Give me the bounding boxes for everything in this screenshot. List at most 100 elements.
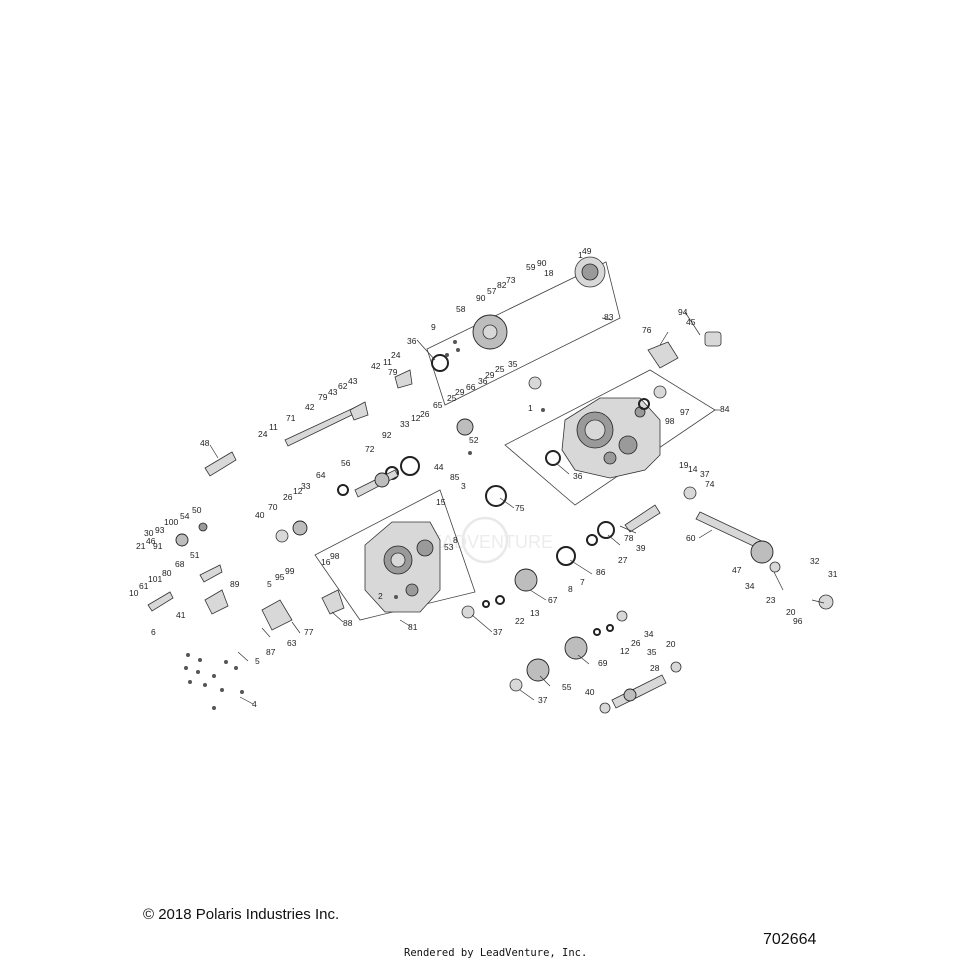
bearing-97 (653, 385, 667, 399)
label-56: 56 (341, 458, 351, 468)
label-2: 2 (378, 591, 383, 601)
label-89: 89 (230, 579, 240, 589)
label-59: 59 (526, 262, 536, 272)
bracket-88 (321, 589, 345, 615)
label-84: 84 (720, 404, 730, 414)
label-64: 64 (316, 470, 326, 480)
label-101: 101 (148, 574, 162, 584)
label-10: 10 (129, 588, 139, 598)
transmission-housing-lower (364, 521, 441, 613)
shift-barrel-48 (204, 451, 237, 477)
label-11-top: 11 (383, 357, 392, 367)
cover-63 (261, 599, 293, 631)
label-97: 97 (680, 407, 690, 417)
label-5-top: 5 (267, 579, 272, 589)
label-74: 74 (705, 479, 715, 489)
label-65: 65 (433, 400, 443, 410)
label-61: 61 (139, 581, 149, 591)
label-98-left: 98 (330, 551, 340, 561)
gear-58 (472, 314, 508, 350)
bracket-89 (204, 589, 229, 615)
label-32: 32 (810, 556, 820, 566)
bracket-94 (704, 331, 722, 347)
shaft-78 (624, 504, 661, 533)
label-33-mid: 33 (301, 481, 311, 491)
label-28: 28 (650, 663, 660, 673)
label-26-lower: 26 (631, 638, 641, 648)
label-96: 96 (793, 616, 803, 626)
assembly-box-83 (426, 261, 621, 406)
label-51: 51 (190, 550, 200, 560)
label-46: 46 (146, 536, 156, 546)
leader-lines (209, 311, 825, 705)
label-67: 67 (548, 595, 558, 605)
label-16: 16 (321, 557, 331, 567)
label-8-mid: 8 (568, 584, 573, 594)
label-18: 18 (544, 268, 554, 278)
bearing-34-right (769, 561, 781, 573)
label-73: 73 (506, 275, 516, 285)
lever-68 (199, 564, 223, 583)
svg-text:LEADVENTURE: LEADVENTURE (420, 532, 553, 552)
label-12-mid: 12 (293, 486, 303, 496)
label-70: 70 (268, 502, 278, 512)
label-8-top: 8 (453, 535, 458, 545)
label-71: 71 (286, 413, 296, 423)
part-number-labels: 83 84 81 49 1 90 59 18 73 82 57 90 58 9 … (129, 246, 838, 709)
ring-26 (606, 624, 614, 632)
label-50: 50 (192, 505, 202, 515)
label-54: 54 (180, 511, 190, 521)
label-34-lower: 34 (644, 629, 654, 639)
label-20-right: 20 (786, 607, 796, 617)
label-36-top: 36 (407, 336, 417, 346)
label-34-right: 34 (745, 581, 755, 591)
label-58: 58 (456, 304, 466, 314)
gasket-75 (485, 485, 507, 507)
label-91: 91 (153, 541, 163, 551)
label-60: 60 (686, 533, 696, 543)
label-98-right: 98 (665, 416, 675, 426)
label-42-mid: 42 (305, 402, 315, 412)
label-94: 94 (678, 307, 688, 317)
label-37-lower: 37 (538, 695, 548, 705)
label-53: 53 (444, 542, 454, 552)
seal-36-upper (431, 354, 449, 372)
label-79-top: 79 (388, 367, 398, 377)
label-69: 69 (598, 658, 608, 668)
ring-22 (482, 600, 490, 608)
label-68: 68 (175, 559, 185, 569)
label-95: 95 (275, 572, 285, 582)
label-48: 48 (200, 438, 210, 448)
label-19: 19 (679, 460, 689, 470)
label-42-top: 42 (371, 361, 381, 371)
label-13: 13 (530, 608, 540, 618)
label-5-lower: 5 (255, 656, 260, 666)
label-86: 86 (596, 567, 606, 577)
bearing-37-lower (509, 678, 523, 692)
shift-linkage-61 (147, 591, 174, 612)
label-99: 99 (285, 566, 295, 576)
label-26-mid: 26 (283, 492, 293, 502)
label-33-top: 33 (400, 419, 410, 429)
label-12-top: 12 (411, 413, 421, 423)
bearing-37-mid (461, 605, 475, 619)
label-43-mid: 43 (328, 387, 338, 397)
label-20-lower: 20 (666, 639, 676, 649)
label-35-lower: 35 (647, 647, 657, 657)
label-25-top: 25 (495, 364, 505, 374)
bearing-35 (528, 376, 542, 390)
washer-13 (495, 595, 505, 605)
label-90-top: 90 (537, 258, 547, 268)
washer-12 (593, 628, 601, 636)
label-40-lower: 40 (585, 687, 595, 697)
label-36-mid: 36 (478, 376, 488, 386)
label-76: 76 (642, 325, 652, 335)
assembly-box-81 (314, 489, 476, 621)
seal-98-right (638, 398, 650, 410)
shaft-56 (354, 469, 399, 498)
rendered-by-credit: Rendered by LeadVenture, Inc. (404, 947, 588, 959)
bearing-40-lower (599, 702, 611, 714)
bearing-74 (683, 486, 697, 500)
label-87: 87 (266, 647, 276, 657)
